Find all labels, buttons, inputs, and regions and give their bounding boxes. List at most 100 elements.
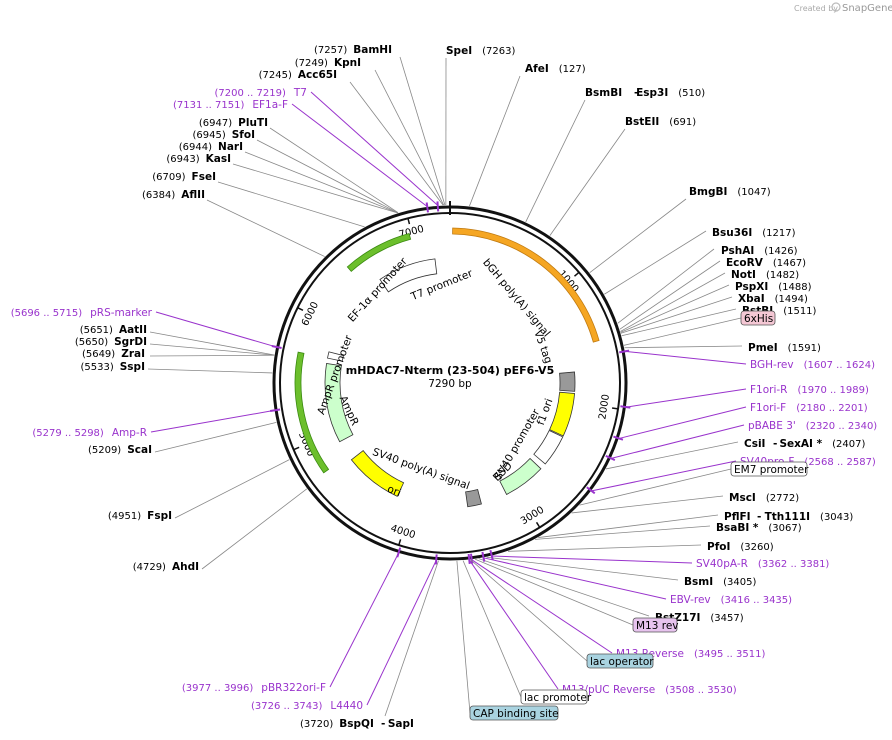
ring-tick-label: 4000 bbox=[389, 523, 417, 541]
inner-feature-label[interactable]: V5 tag bbox=[531, 329, 554, 365]
enzyme-name: NotI bbox=[731, 269, 756, 281]
ring-tick-label: 3000 bbox=[519, 505, 546, 528]
enzyme-name: XbaI bbox=[738, 293, 765, 305]
enzyme-label-sgrdi[interactable]: (5650)SgrDI bbox=[75, 336, 147, 348]
enzyme-label-bsabi[interactable]: BsaBI *(3067) bbox=[716, 522, 802, 534]
enzyme-label-ecorv[interactable]: EcoRV(1467) bbox=[726, 257, 806, 269]
enzyme-label-ahdi[interactable]: (4729)AhdI bbox=[133, 561, 199, 573]
enzyme-label-pfoi[interactable]: PfoI(3260) bbox=[707, 541, 774, 553]
ring-tick bbox=[574, 271, 580, 277]
enzyme-label-xbai[interactable]: XbaI(1494) bbox=[738, 293, 808, 305]
primer-site-mark bbox=[434, 554, 438, 565]
enzyme-label-bamhi[interactable]: (7257)BamHI bbox=[314, 44, 392, 56]
ori-block[interactable] bbox=[350, 450, 405, 497]
enzyme-label-bsteii[interactable]: BstEII(691) bbox=[625, 116, 696, 128]
enzyme-pos: (1426) bbox=[764, 246, 797, 257]
enzyme-name: NarI bbox=[218, 141, 243, 153]
enzyme-name: ZraI bbox=[121, 348, 145, 360]
enzyme-label-aatii[interactable]: (5651)AatII bbox=[80, 324, 147, 336]
leader-line bbox=[535, 525, 711, 540]
feature-box-m13-rev[interactable]: M13 rev bbox=[632, 617, 679, 633]
enzyme-label-bmgbi[interactable]: BmgBI(1047) bbox=[689, 186, 771, 198]
sv40-promoter-block[interactable] bbox=[533, 429, 564, 465]
primer-site-mark bbox=[605, 454, 616, 462]
inner-feature-label[interactable]: ori bbox=[386, 483, 403, 499]
enzyme-pos: (3405) bbox=[723, 577, 756, 588]
primer-label-t7[interactable]: (7200 .. 7219)T7 bbox=[214, 87, 307, 99]
enzyme-label-zrai[interactable]: (5649) ZraI bbox=[82, 348, 145, 360]
primer-label-f1ori-r[interactable]: F1ori-R(1970 .. 1989) bbox=[750, 384, 869, 396]
enzyme-pos: (4729) bbox=[133, 562, 166, 573]
separator-dash: - bbox=[634, 87, 638, 99]
feature-box-cap-binding-site[interactable]: CAP binding site bbox=[469, 705, 559, 721]
enzyme-label-msci[interactable]: MscI(2772) bbox=[729, 492, 799, 504]
primer-label-l4440[interactable]: (3726 .. 3743)L4440 bbox=[251, 700, 363, 712]
primer-site-mark bbox=[271, 345, 282, 350]
primer-label-ef1a-f[interactable]: (7131 .. 7151)EF1a-F bbox=[173, 99, 288, 111]
leader-line bbox=[310, 91, 439, 206]
enzyme-label-noti[interactable]: NotI(1482) bbox=[731, 269, 799, 281]
enzyme-pos: (5649) bbox=[82, 349, 115, 360]
primer-label-bgh-rev[interactable]: BGH-rev(1607 .. 1624) bbox=[750, 359, 875, 371]
enzyme-label-kasi[interactable]: (6943)KasI bbox=[166, 153, 231, 165]
primer-label-pbr322ori-f[interactable]: (3977 .. 3996)pBR322ori-F bbox=[182, 682, 326, 694]
feature-box-lac-operator[interactable]: lac operator bbox=[586, 653, 654, 669]
feature-box-6xhis[interactable]: 6xHis bbox=[740, 310, 776, 326]
enzyme-label-sfoi[interactable]: (6945)SfoI bbox=[192, 129, 255, 141]
enzyme-pos: (3260) bbox=[740, 542, 773, 553]
primer-label-sv40pa-r[interactable]: SV40pA-R(3362 .. 3381) bbox=[696, 558, 829, 570]
leader-line bbox=[349, 81, 444, 206]
primer-label-f1ori-f[interactable]: F1ori-F(2180 .. 2201) bbox=[750, 402, 868, 414]
enzyme-label-bsmi[interactable]: BsmI(3405) bbox=[684, 576, 756, 588]
bgh-polya-block[interactable] bbox=[559, 371, 576, 392]
leader-line bbox=[149, 343, 275, 356]
leader-line bbox=[291, 103, 428, 207]
enzyme-label-scai[interactable]: (5209)ScaI bbox=[88, 444, 152, 456]
ampr-block[interactable] bbox=[324, 362, 354, 443]
enzyme-pos: (1467) bbox=[773, 258, 806, 269]
enzyme-label-afei[interactable]: AfeI(127) bbox=[525, 63, 586, 75]
enzyme-label-spei[interactable]: SpeI(7263) bbox=[446, 45, 515, 57]
primer-label-ebv-rev[interactable]: EBV-rev(3416 .. 3435) bbox=[670, 594, 792, 606]
enzyme-label-pspxi[interactable]: PspXI(1488) bbox=[735, 281, 812, 293]
enzyme-label-fsei[interactable]: (6709)FseI bbox=[152, 171, 216, 183]
separator-dash: - bbox=[381, 718, 385, 730]
feature-box-em7-promoter[interactable]: EM7 promoter bbox=[730, 461, 809, 477]
insert-arc[interactable] bbox=[452, 227, 600, 343]
primer-pos: (5696 .. 5715) bbox=[11, 308, 83, 319]
sv40-polya-block[interactable] bbox=[465, 488, 482, 508]
leader-line bbox=[625, 350, 747, 365]
primer-site-mark bbox=[436, 201, 440, 212]
ef1a-promoter-block[interactable] bbox=[379, 258, 438, 293]
inner-feature-label[interactable]: bGH poly(A) signal bbox=[480, 257, 552, 340]
enzyme-label-bsu36i[interactable]: Bsu36I(1217) bbox=[712, 227, 796, 239]
feature-box-label: M13 rev bbox=[636, 620, 679, 632]
ampr-arc[interactable] bbox=[294, 351, 330, 474]
enzyme-label-pshai[interactable]: PshAI (1426) bbox=[721, 245, 798, 257]
ampr-promoter-block[interactable] bbox=[327, 351, 344, 362]
enzyme-label-kpni[interactable]: (7249)KpnI bbox=[295, 57, 361, 69]
primer-label-pbabe-3-[interactable]: pBABE 3'(2320 .. 2340) bbox=[748, 420, 877, 432]
enzyme-label-pluti[interactable]: (6947)PluTI bbox=[199, 117, 268, 129]
enzyme-name: PshAI bbox=[721, 245, 754, 257]
ef1a-promoter-arc[interactable] bbox=[346, 233, 412, 272]
f1-ori-block[interactable] bbox=[549, 391, 575, 437]
enzyme-label-acc65i[interactable]: (7245)Acc65I bbox=[259, 69, 337, 81]
enzyme-label-nari[interactable]: (6944)NarI bbox=[179, 141, 243, 153]
enzyme-name: BamHI bbox=[353, 44, 392, 56]
enzyme-pos: (5650) bbox=[75, 337, 108, 348]
primer-name: L4440 bbox=[330, 700, 363, 712]
enzyme-label-aflii[interactable]: (6384)AflII bbox=[142, 189, 205, 201]
primer-label-prs-marker[interactable]: (5696 .. 5715)pRS-marker bbox=[11, 307, 153, 319]
enzyme-label-pmei[interactable]: PmeI(1591) bbox=[748, 342, 821, 354]
feature-box-lac-promoter[interactable]: lac promoter bbox=[520, 689, 592, 705]
bsd-block[interactable] bbox=[499, 457, 542, 495]
enzyme-label-fspi[interactable]: (4951)FspI bbox=[108, 510, 172, 522]
enzyme-label-sspi[interactable]: (5533)SspI bbox=[80, 361, 145, 373]
primer-label-amp-r[interactable]: (5279 .. 5298)Amp-R bbox=[32, 427, 147, 439]
separator-dash: - bbox=[757, 511, 761, 523]
